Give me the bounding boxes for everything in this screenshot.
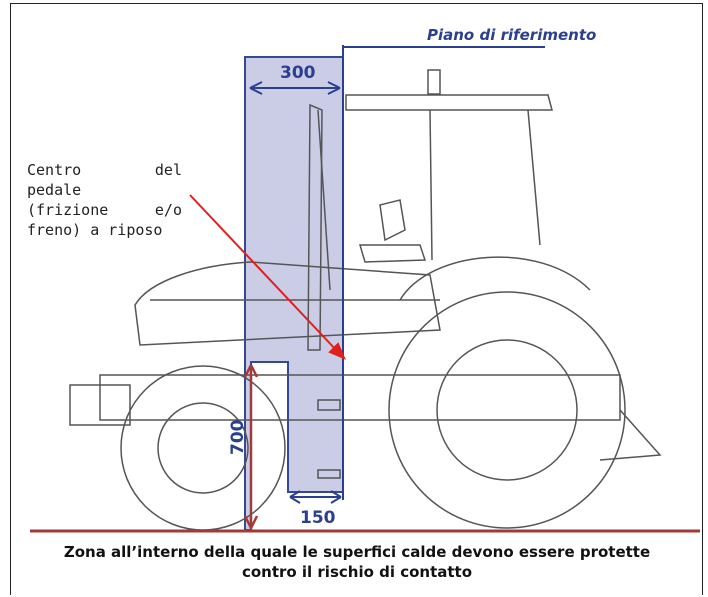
reference-plane-label: Piano di riferimento [427,26,596,44]
dimension-700-label: 700 [228,419,248,455]
protection-zone [244,56,344,531]
caption-line: contro il rischio di contatto [241,563,473,581]
pedal-label-line: freno) a riposo [27,221,163,239]
figure-frame [10,3,703,595]
pedal-label-line: Centro del [27,161,182,179]
dimension-300 [249,81,341,95]
caption-line: Zona all’interno della quale le superfic… [63,543,651,561]
tractor-drawing [69,69,662,531]
pedal-pointer-arrow [189,194,346,360]
pedal-label-line: pedale [27,181,82,199]
dimension-700 [243,364,259,530]
pedal-center-label: Centro del pedale (frizione e/o freno) a… [27,160,182,240]
pedal-label-line: (frizione e/o [27,201,182,219]
dimension-150-label: 150 [300,508,336,528]
dimension-150 [289,490,342,504]
dimension-300-label: 300 [280,63,316,83]
figure-caption: Zona all’interno della quale le superfic… [12,542,702,582]
